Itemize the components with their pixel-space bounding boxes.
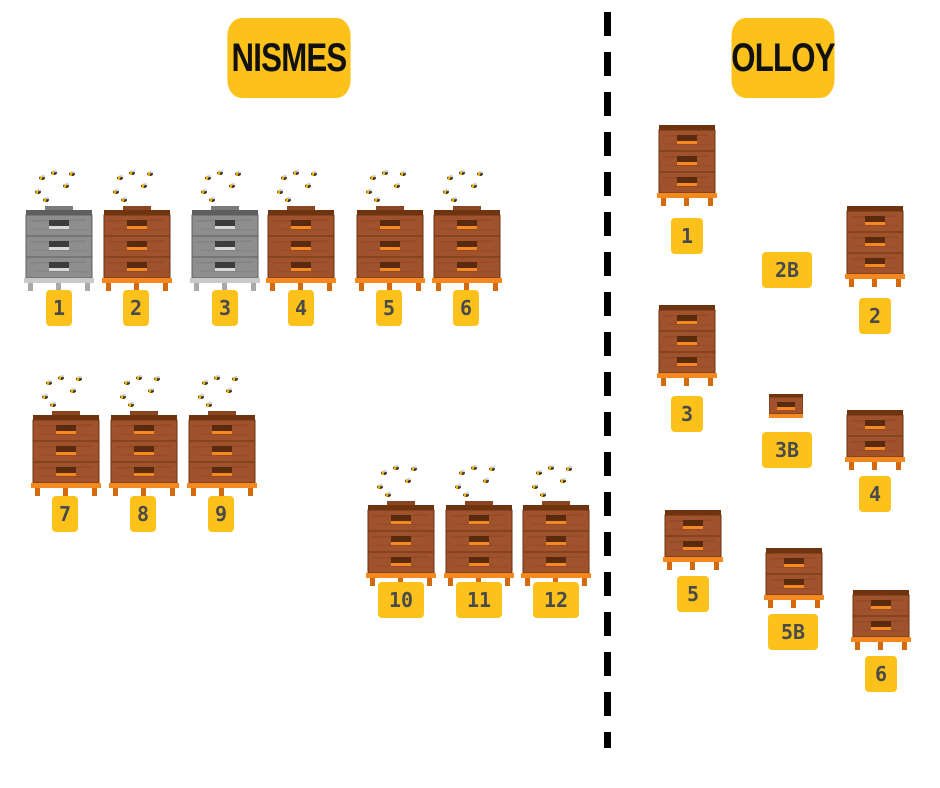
nismes-hive-7 [31,374,101,500]
olloy-hive-label: 4 [859,476,891,512]
beehive-icon [764,548,824,608]
olloy-hive-5 [663,510,723,574]
beehive-with-bees-icon [366,464,436,586]
beehive-with-bees-icon [109,374,179,496]
nismes-hive-9 [187,374,257,500]
site-title-nismes: NISMES [227,18,351,98]
nismes-hive-2 [102,169,172,295]
olloy-hive-label: 2B [762,252,812,288]
olloy-hive-6 [851,590,911,654]
olloy-hive-label: 3 [671,396,703,432]
beehive-with-bees-icon [355,169,425,291]
olloy-hive-3 [657,305,717,390]
olloy-hive-3B [768,394,804,426]
beehive-with-bees-icon [187,374,257,496]
nucleus-hive-icon [768,394,804,418]
nismes-hive-label: 2 [123,290,149,326]
nismes-hive-label: 5 [376,290,402,326]
olloy-hive-2 [845,206,905,291]
nismes-hive-6 [432,169,502,295]
olloy-hive-4 [845,410,905,474]
beehive-with-bees-icon [102,169,172,291]
beehive-icon [657,305,717,386]
beehive-with-bees-icon [190,169,260,291]
nismes-hive-label: 10 [378,582,424,618]
beehive-with-bees-icon [432,169,502,291]
nismes-hive-5 [355,169,425,295]
beehive-with-bees-icon [24,169,94,291]
site-divider [604,12,611,748]
nismes-hive-label: 4 [288,290,314,326]
beehive-icon [663,510,723,570]
olloy-hive-5B [764,548,824,612]
olloy-hive-label: 3B [762,432,812,468]
nismes-hive-12 [521,464,591,590]
beehive-icon [845,206,905,287]
olloy-hive-label: 6 [865,656,897,692]
nismes-hive-label: 12 [533,582,579,618]
nismes-hive-label: 9 [208,496,234,532]
olloy-hive-label: 5B [768,614,818,650]
nismes-hive-1 [24,169,94,295]
nismes-hive-label: 7 [52,496,78,532]
site-title-olloy: OLLOY [731,18,836,98]
beehive-with-bees-icon [266,169,336,291]
nismes-hive-8 [109,374,179,500]
beehive-icon [851,590,911,650]
olloy-hive-label: 5 [677,576,709,612]
olloy-hive-label: 2 [859,298,891,334]
beehive-with-bees-icon [521,464,591,586]
beehive-with-bees-icon [31,374,101,496]
nismes-hive-label: 8 [130,496,156,532]
nismes-hive-4 [266,169,336,295]
nismes-hive-label: 11 [456,582,502,618]
olloy-hive-1 [657,125,717,210]
nismes-hive-3 [190,169,260,295]
nismes-hive-10 [366,464,436,590]
nismes-hive-11 [444,464,514,590]
olloy-hive-label: 1 [671,218,703,254]
nismes-hive-label: 3 [212,290,238,326]
beehive-icon [845,410,905,470]
beehive-icon [657,125,717,206]
nismes-hive-label: 1 [46,290,72,326]
beehive-with-bees-icon [444,464,514,586]
nismes-hive-label: 6 [453,290,479,326]
